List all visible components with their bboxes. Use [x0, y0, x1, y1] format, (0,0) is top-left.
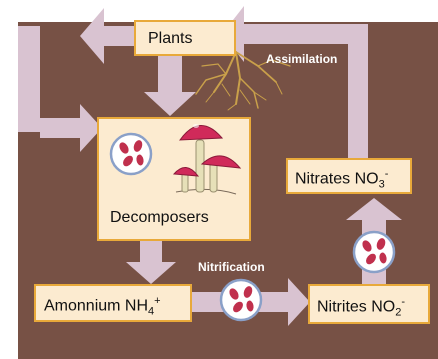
nitrates-label: Nitrates NO3- — [295, 168, 388, 191]
ammonium-superscript: + — [154, 295, 160, 307]
bacteria-icon-nitrification — [221, 280, 261, 320]
bacteria-icon-decomposers — [111, 134, 151, 174]
nitrites-superscript: - — [401, 296, 405, 308]
nitrates-subscript: 3 — [379, 179, 385, 191]
nitrates-box: Nitrates NO3- — [286, 158, 412, 194]
bacteria-icon-nitrite-oxidation — [354, 232, 394, 272]
nitrites-label: Nitrites NO2- — [317, 296, 405, 319]
nitrites-box: Nitrites NO2- — [308, 284, 430, 324]
plants-label: Plants — [148, 30, 192, 48]
assimilation-label: Assimilation — [266, 52, 337, 66]
ammonium-label: Amonnium NH4+ — [44, 295, 161, 318]
nitrates-text: Nitrates NO — [295, 170, 379, 187]
nitrification-label: Nitrification — [198, 260, 265, 274]
nitrites-text: Nitrites NO — [317, 298, 395, 315]
plants-box: Plants — [134, 20, 236, 56]
nitrates-superscript: - — [385, 168, 389, 180]
ammonium-box: Amonnium NH4+ — [34, 284, 192, 322]
ammonium-subscript: 4 — [148, 306, 154, 318]
decomposers-label: Decomposers — [110, 209, 209, 227]
ammonium-text: Amonnium NH — [44, 297, 148, 314]
arrow-left-column — [18, 26, 40, 132]
nitrites-subscript: 2 — [395, 307, 401, 319]
